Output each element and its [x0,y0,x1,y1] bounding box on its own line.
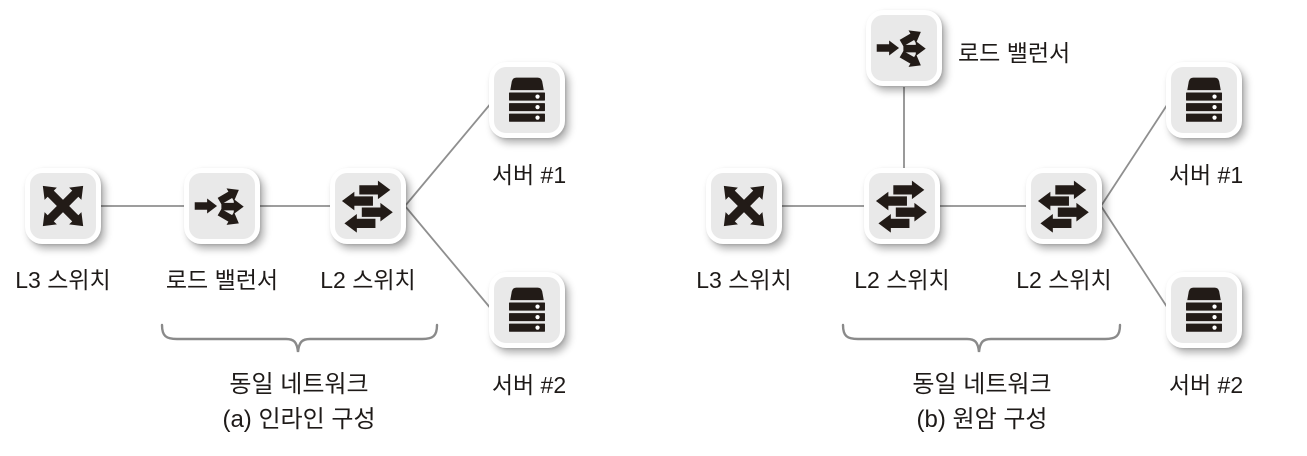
node-label-a-l2-switch: L2 스위치 [320,267,416,293]
node-b-l3-switch [706,168,782,244]
node-a-l2-switch [330,168,406,244]
connector-a-l2-to-server2 [404,205,493,311]
connector-b-l2-2-to-server1 [1100,101,1170,207]
server-icon [496,279,558,341]
node-b-l2-switch-1 [864,168,940,244]
same-network-brace-a [160,323,439,353]
node-b-l2-switch-2 [1026,168,1102,244]
node-label-b-l2-switch-2: L2 스위치 [1016,267,1112,293]
config-type-label-a: (a) 인라인 구성 [222,406,376,433]
node-label-b-load-balancer: 로드 밸런서 [958,40,1071,66]
server-icon [496,69,558,131]
connector-b-l2-2-to-server2 [1100,205,1170,311]
load-balancer-icon [191,175,253,237]
l3-switch-icon [32,175,94,237]
same-network-brace-b [841,323,1122,353]
node-a-server1 [489,62,565,138]
server-icon [1173,69,1235,131]
node-label-b-server1: 서버 #1 [1168,162,1244,188]
server-icon [1173,279,1235,341]
l3-switch-icon [713,175,775,237]
caption-b: 동일 네트워크 (b) 원암 구성 [822,367,1142,437]
config-type-label-b: (b) 원암 구성 [916,406,1048,433]
node-a-l3-switch [25,168,101,244]
caption-a: 동일 네트워크 (a) 인라인 구성 [139,367,459,437]
node-b-load-balancer [866,10,942,86]
node-a-server2 [489,272,565,348]
node-label-a-l3-switch: L3 스위치 [15,267,111,293]
l2-switch-icon [337,175,399,237]
same-network-label-b: 동일 네트워크 [912,371,1052,398]
node-b-server2 [1166,272,1242,348]
connector-a-l2-to-server1 [404,101,493,207]
l2-switch-icon [871,175,933,237]
l2-switch-icon [1033,175,1095,237]
node-label-a-server1: 서버 #1 [491,162,567,188]
node-label-b-l2-switch-1: L2 스위치 [854,267,950,293]
node-label-b-server2: 서버 #2 [1168,372,1244,398]
load-balancer-icon [873,17,935,79]
node-label-b-l3-switch: L3 스위치 [696,267,792,293]
node-label-a-load-balancer: 로드 밸런서 [165,267,279,293]
node-a-load-balancer [184,168,260,244]
node-label-a-server2: 서버 #2 [491,372,567,398]
node-b-server1 [1166,62,1242,138]
same-network-label-a: 동일 네트워크 [229,371,369,398]
